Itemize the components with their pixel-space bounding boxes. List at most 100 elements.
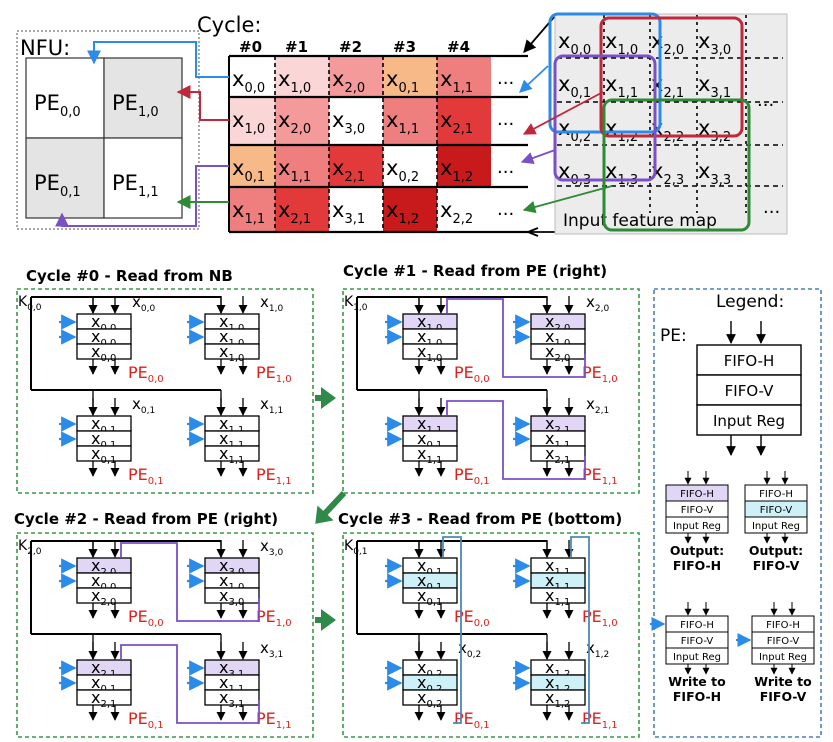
pe-input-label: x2,1 [586,395,609,416]
feature-map-ellipsis: ... [763,197,780,218]
mini-pe-caption: FIFO-V [760,689,807,704]
cycle-cell-label: x0,0 [232,67,265,96]
cycle-cell [437,145,491,187]
pe-shift-right-path [446,298,586,378]
pe-shift-right-path [120,644,260,724]
pe-fifo-row [204,689,260,706]
pe-shift-right-path [120,542,260,622]
pe-name-label: PE0,0 [454,363,490,385]
mini-pe-row-label: FIFO-H [680,620,714,631]
pe-input-label: x1,2 [586,639,609,660]
arrow-to-pe10 [176,85,229,121]
feature-map-cell: x1,2 [605,116,638,145]
pe-input-label: x2,0 [586,293,609,314]
cycle-cell-label: x0,1 [386,67,419,96]
cycle-cell-label: x1,1 [232,198,265,227]
mini-pe-row-label: FIFO-V [681,636,714,647]
pe-fifo-row [204,343,260,360]
cycle-cell [275,97,329,145]
nfu-pe-label: PE0,0 [34,91,81,120]
arrow-window-red [522,91,604,135]
feature-map-label: Input feature map [563,211,717,231]
transition-arrow-1-head [321,387,336,409]
mini-pe-caption: Write to [668,674,726,689]
pe-fifo-value: x1,1 [417,444,442,466]
nfu-pe-cell [25,137,105,219]
arrow-fm-bottom-head [527,231,539,237]
cycle-cell [437,187,491,232]
pe-fifo-value: x2,1 [91,688,116,710]
cycle-cell [229,145,275,187]
cycle-panel-3: Cycle #3 - Read from PE (bottom)K0,1x0,1… [338,510,640,738]
cycle-panel-2: Cycle #2 - Read from PE (right)K2,0x2,0x… [14,510,314,738]
mini-pe-row-label: FIFO-H [759,489,793,500]
mini-pe-row [665,647,729,665]
nfu-pe-label: PE0,1 [34,171,81,200]
arrow-window-purple [520,149,556,165]
arrow-fm-bottom-head [527,227,539,233]
pe-name-label: PE1,0 [582,363,618,385]
pe-fifo-row [204,587,260,604]
cycle-cell [229,97,275,145]
mini-pe-caption: FIFO-V [753,558,800,573]
pe-input-label: x0,0 [132,293,155,314]
legend-pe-row-label: FIFO-H [724,352,775,370]
nfu-pe-cell [103,57,183,139]
cycle-header: #3 [393,38,416,56]
cycle-header: #1 [285,38,308,56]
pe-fifo-row [402,343,458,360]
kernel-label: K2,0 [18,538,42,557]
pe-fifo-value: x1,0 [219,342,244,364]
mini-pe-caption: Output: [749,543,803,558]
feature-map-cell: x0,2 [558,116,591,145]
pe-fifo-value: x3,1 [219,688,244,710]
cycle-cell [229,187,275,232]
cycle-cell [275,56,329,97]
feature-map-cell: x1,1 [605,72,638,101]
cycle-cell-label: x2,1 [440,108,473,137]
feature-map-cell: x0,1 [558,72,591,101]
panel-title: Cycle #1 - Read from PE (right) [343,262,607,280]
pe-fifo-row [76,689,132,706]
pe-fifo-value: x1,0 [417,342,442,364]
cycle-cell [383,56,437,97]
arrow-window-green [522,185,613,214]
mini-pe-caption: Write to [754,674,812,689]
feature-map-cell: x3,3 [698,159,731,188]
arrow-to-pe01 [55,165,229,227]
mini-pe-row [751,647,815,665]
arrow-to-pe00 [87,41,229,78]
pe-fifo-row [530,343,586,360]
kernel-label: K1,0 [344,294,368,313]
mini-pe-caption: Output: [670,543,724,558]
pe-name-label: PE1,0 [256,607,292,629]
pe-name-label: PE1,0 [256,363,292,385]
pe-name-label: PE0,1 [128,465,164,487]
mini-pe-caption: FIFO-H [673,558,721,573]
mini-pe-row [665,516,729,534]
transition-arrow-3-head [321,609,336,631]
legend-pe-row [696,404,802,436]
nfu-pe-label: PE1,1 [112,171,159,200]
cycle-cell [437,97,491,145]
cycle-cell-label: x0,1 [232,156,265,185]
cycle-row-ellipsis: ... [497,199,514,220]
pe-name-label: PE0,1 [128,709,164,731]
cycle-row-ellipsis: ... [497,109,514,130]
cycle-cell-label: x2,0 [278,108,311,137]
cycle-panel-1: Cycle #1 - Read from PE (right) K1,0 x1,0 x… [342,262,640,494]
window-green [602,98,751,232]
pe-fifo-value: x1,1 [219,444,244,466]
cycle-header: #4 [447,38,470,56]
cycle-cell-label: x2,0 [332,67,365,96]
pe-fifo-value: x0,2 [417,688,442,710]
pe-input-label: x0,1 [132,395,155,416]
pe-name-label: PE0,0 [128,607,164,629]
legend-pe-label: PE: [660,326,687,346]
mini-pe-row-label: FIFO-V [760,505,793,516]
kernel-label: K0,0 [18,294,42,313]
pe-fifo-row [76,587,132,604]
